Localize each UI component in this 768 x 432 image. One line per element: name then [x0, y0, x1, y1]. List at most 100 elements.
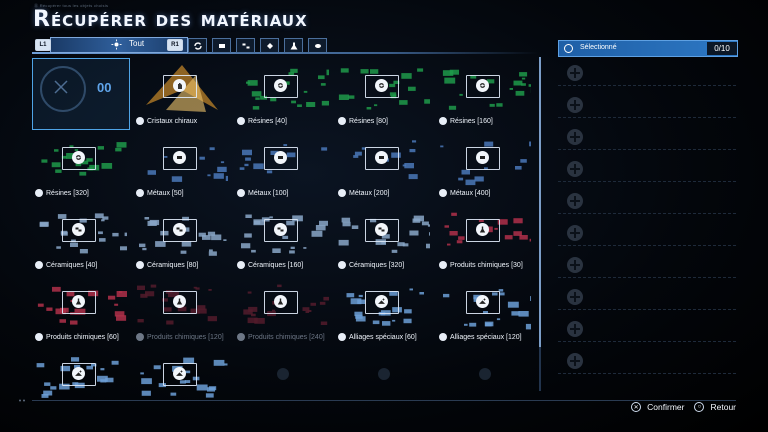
material-tile[interactable]: Résines [320]	[32, 130, 130, 202]
metal-icon	[173, 151, 186, 164]
material-name: Céramiques [160]	[248, 261, 304, 269]
material-tile[interactable]: Produits chimiques [120]	[133, 274, 231, 346]
category-ceramic-tab[interactable]	[236, 38, 255, 53]
material-tile[interactable]: Produits chimiques [60]	[32, 274, 130, 346]
category-underline	[32, 52, 538, 54]
page-dots-icon	[19, 399, 25, 402]
material-frame	[466, 147, 500, 170]
empty-slot-icon	[277, 368, 289, 380]
selection-slot[interactable]	[558, 61, 736, 86]
selection-slot[interactable]	[558, 349, 736, 374]
selected-count: 0/10	[707, 42, 737, 55]
category-resin-tab[interactable]	[308, 38, 327, 53]
l1-button[interactable]: L1	[35, 39, 51, 51]
resin-badge-icon	[35, 189, 43, 197]
selection-slot[interactable]	[558, 157, 736, 182]
material-tile[interactable]: Produits chimiques [240]	[234, 274, 332, 346]
add-icon	[567, 289, 583, 305]
material-tile[interactable]: Métaux [200]	[335, 130, 433, 202]
add-icon	[567, 225, 583, 241]
material-tile[interactable]: Produits chimiques [30]	[436, 202, 534, 274]
chemical-icon	[274, 295, 287, 308]
category-refresh-tab[interactable]	[188, 38, 207, 53]
material-tile[interactable]: Céramiques [80]	[133, 202, 231, 274]
selection-slot[interactable]	[558, 317, 736, 342]
ceramic-badge-icon	[35, 261, 43, 269]
scrollbar-thumb[interactable]	[539, 57, 541, 347]
chiral-badge-icon	[136, 117, 144, 125]
material-label: Produits chimiques [120]	[136, 333, 224, 341]
ceramic-icon	[375, 223, 388, 236]
chiral-icon	[173, 79, 186, 92]
material-name: Céramiques [80]	[147, 261, 199, 269]
material-tile[interactable]: Céramiques [40]	[32, 202, 130, 274]
add-icon	[567, 129, 583, 145]
back-button[interactable]: Retour	[710, 402, 736, 412]
material-label: Alliages spéciaux [120]	[439, 333, 522, 341]
material-tile[interactable]: Alliages spéciaux [120]	[436, 274, 534, 346]
material-tile[interactable]: Métaux [50]	[133, 130, 231, 202]
material-name: Résines [160]	[450, 117, 493, 125]
material-tile[interactable]: Résines [40]	[234, 58, 332, 130]
circle-button-icon: ○	[694, 402, 705, 412]
refresh-icon	[193, 41, 202, 50]
material-tile[interactable]: Résines [160]	[436, 58, 534, 130]
chemical-badge-icon	[136, 333, 144, 341]
material-tile[interactable]: Résines [80]	[335, 58, 433, 130]
material-image	[439, 132, 531, 187]
confirm-button[interactable]: Confirmer	[647, 402, 685, 412]
category-metal-tab[interactable]	[212, 38, 231, 53]
material-tile[interactable]: Alliages spéciaux [60]	[335, 274, 433, 346]
metal-icon	[274, 151, 287, 164]
r1-button[interactable]: R1	[167, 39, 183, 51]
resin-icon	[375, 79, 388, 92]
material-label: Résines [80]	[338, 117, 388, 125]
tab-tout[interactable]: Tout	[50, 37, 188, 53]
ceramic-icon	[173, 223, 186, 236]
alloy-icon	[375, 295, 388, 308]
selection-slot[interactable]	[558, 285, 736, 310]
selection-slot[interactable]	[558, 253, 736, 278]
material-name: Résines [320]	[46, 189, 89, 197]
material-tile[interactable]: Métaux [400]	[436, 130, 534, 202]
material-tile[interactable]	[32, 346, 130, 398]
category-alloy-tab[interactable]	[260, 38, 279, 53]
material-name: Alliages spéciaux [120]	[450, 333, 522, 341]
material-tile	[335, 346, 433, 398]
empty-slot-icon	[479, 368, 491, 380]
material-name: Métaux [100]	[248, 189, 289, 197]
metal-badge-icon	[338, 189, 346, 197]
selection-slot[interactable]	[558, 125, 736, 150]
material-label: Produits chimiques [30]	[439, 261, 523, 269]
material-tile[interactable]: 00	[32, 58, 130, 130]
selection-slot[interactable]	[558, 93, 736, 118]
material-name: Produits chimiques [60]	[46, 333, 119, 341]
material-name: Produits chimiques [30]	[450, 261, 523, 269]
material-name: Métaux [50]	[147, 189, 184, 197]
category-chemical-tab[interactable]	[284, 38, 303, 53]
ceramic-icon	[72, 223, 85, 236]
material-frame	[163, 219, 197, 242]
material-image	[237, 204, 329, 259]
material-tile[interactable]: Métaux [100]	[234, 130, 332, 202]
material-tile[interactable]: Céramiques [320]	[335, 202, 433, 274]
chemical-icon	[290, 42, 297, 49]
material-label: Métaux [50]	[136, 189, 184, 197]
add-icon	[567, 193, 583, 209]
material-tile[interactable]: Cristaux chiraux	[133, 58, 231, 130]
material-tile[interactable]: Céramiques [160]	[234, 202, 332, 274]
material-name: Céramiques [320]	[349, 261, 405, 269]
material-frame	[264, 291, 298, 314]
material-frame	[163, 147, 197, 170]
material-label: Métaux [100]	[237, 189, 288, 197]
selection-slot[interactable]	[558, 221, 736, 246]
selection-slot[interactable]	[558, 189, 736, 214]
alloy-badge-icon	[439, 333, 447, 341]
material-tile[interactable]	[133, 346, 231, 398]
material-name: Alliages spéciaux [60]	[349, 333, 417, 341]
material-frame	[466, 291, 500, 314]
material-frame	[62, 291, 96, 314]
material-label: Cristaux chiraux	[136, 117, 197, 125]
material-name: Résines [80]	[349, 117, 388, 125]
material-image	[338, 204, 430, 259]
